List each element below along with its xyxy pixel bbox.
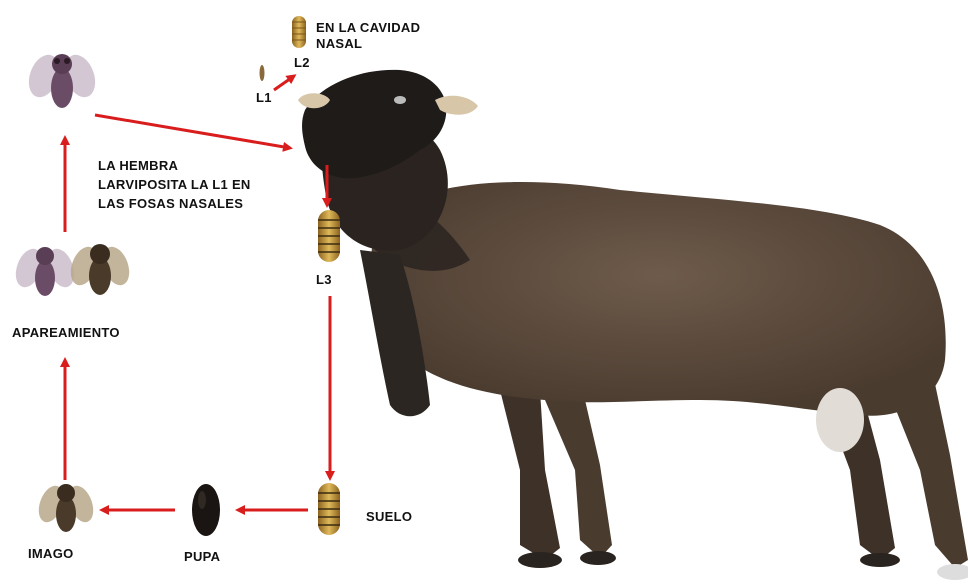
arrow-l1-to-l2: [274, 76, 294, 90]
sheep-body: [371, 182, 945, 416]
label-larviposita-line2: LARVIPOSITA LA L1 EN: [98, 175, 251, 194]
sheep-front-leg: [500, 390, 560, 560]
sheep-illustration: [298, 70, 968, 580]
label-cavidad-nasal: EN LA CAVIDAD NASAL: [316, 20, 420, 52]
label-larviposita: LA HEMBRA LARVIPOSITA LA L1 EN LAS FOSAS…: [98, 156, 251, 213]
larva-l3-icon: [318, 210, 340, 262]
label-cavidad-nasal-line2: NASAL: [316, 36, 420, 52]
label-pupa: PUPA: [184, 549, 220, 565]
label-suelo: SUELO: [366, 509, 412, 525]
arrow-female-to-nose: [95, 115, 290, 148]
pupa-icon: [192, 484, 220, 536]
label-l3: L3: [316, 272, 332, 288]
larva-suelo-icon: [318, 483, 340, 535]
label-cavidad-nasal-line1: EN LA CAVIDAD: [316, 20, 420, 36]
fly-icon-imago: [34, 482, 98, 532]
larva-l1-icon: [260, 65, 265, 81]
label-larviposita-line1: LA HEMBRA: [98, 156, 251, 175]
label-l2: L2: [294, 55, 310, 71]
fly-icon-mating-male: [66, 243, 134, 295]
sheep-scrotum: [816, 388, 864, 452]
fly-icon-mating-female: [11, 245, 79, 296]
label-apareamiento: APAREAMIENTO: [12, 325, 120, 341]
label-imago: IMAGO: [28, 546, 74, 562]
larva-l2-icon: [292, 16, 306, 48]
label-l1: L1: [256, 90, 272, 106]
label-larviposita-line3: LAS FOSAS NASALES: [98, 194, 251, 213]
fly-icon-female-top: [23, 51, 100, 108]
